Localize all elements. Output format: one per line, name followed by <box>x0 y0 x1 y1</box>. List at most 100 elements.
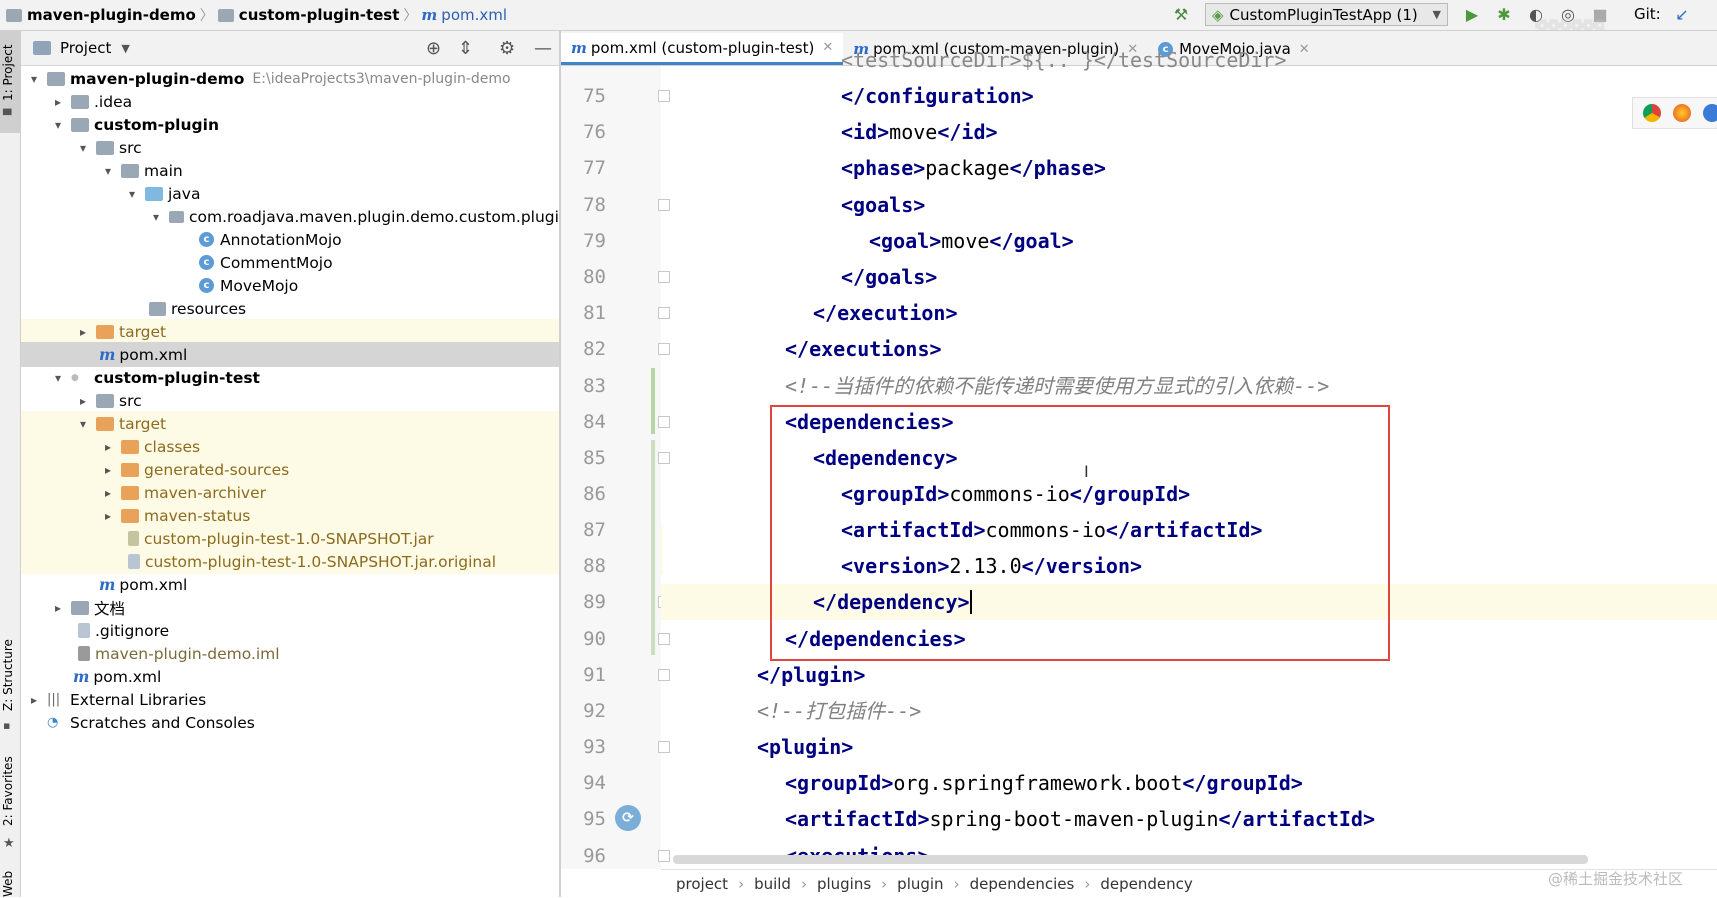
tree-item[interactable]: ▸ 文档 <box>21 595 589 620</box>
tree-item[interactable]: ▸ target <box>21 319 614 344</box>
code-line-81[interactable]: </execution> <box>661 295 1717 331</box>
debug-icon[interactable]: ✱ <box>1497 5 1511 24</box>
tree-item[interactable]: ▾ target <box>21 411 614 436</box>
tree-item[interactable]: c AnnotationMojo <box>21 227 737 252</box>
fold-marker[interactable] <box>658 199 670 211</box>
web-tool-label[interactable]: Web <box>1 870 15 897</box>
horizontal-scrollbar[interactable] <box>673 855 1588 864</box>
breadcrumb-item[interactable]: project <box>676 875 729 893</box>
breadcrumb-item[interactable]: build <box>754 875 791 893</box>
code-line-75[interactable]: </configuration> <box>661 78 1717 114</box>
fold-marker[interactable] <box>658 416 670 428</box>
tree-item[interactable]: ▸ maven-archiver <box>21 480 639 505</box>
tree-item[interactable]: ▸ maven-status <box>21 503 639 528</box>
fold-marker[interactable] <box>658 343 670 355</box>
tree-item[interactable]: ▾ custom-plugin <box>21 112 589 137</box>
fold-marker[interactable] <box>658 850 670 862</box>
code-line-77[interactable]: <phase>package</phase> <box>661 150 1717 186</box>
tree-item[interactable]: resources <box>21 296 687 321</box>
project-tool-label[interactable]: 1: Project <box>1 44 15 101</box>
code-line-95[interactable]: <artifactId>spring-boot-maven-plugin</ar… <box>661 801 1717 837</box>
chrome-icon[interactable] <box>1643 104 1661 122</box>
tree-item[interactable]: ▸ ||| External Libraries <box>21 687 565 712</box>
tree-item[interactable]: ▾ maven-plugin-demo E:\ideaProjects3\mav… <box>21 66 565 91</box>
breadcrumb-file[interactable]: m pom.xml <box>421 6 507 24</box>
tree-item-selected[interactable]: m pom.xml <box>21 342 637 367</box>
fold-marker[interactable] <box>658 741 670 753</box>
run-config-select[interactable]: ◈ CustomPluginTestApp (1) ▼ <box>1205 3 1448 26</box>
code-line-91[interactable]: </plugin> <box>661 657 1717 693</box>
project-tool-tab[interactable] <box>0 31 20 133</box>
fold-marker[interactable] <box>658 669 670 681</box>
coverage-icon[interactable]: ◐ <box>1529 5 1543 24</box>
tree-item[interactable]: ▸ .idea <box>21 89 589 114</box>
tree-item[interactable]: custom-plugin-test-1.0-SNAPSHOT.jar.orig… <box>21 549 663 574</box>
code-line-96[interactable]: <executions> <box>661 838 1717 855</box>
fold-marker[interactable] <box>658 452 670 464</box>
code-line-76[interactable]: <id>move</id> <box>661 114 1717 150</box>
fold-marker[interactable] <box>658 633 670 645</box>
tree-item[interactable]: maven-plugin-demo.iml <box>21 641 614 666</box>
tab-pom-custom-plugin-test[interactable]: m pom.xml (custom-plugin-test) ✕ <box>561 33 844 65</box>
code-line-89-current[interactable]: </dependency> <box>661 584 1717 620</box>
tree-item[interactable]: ▾ java <box>21 181 663 206</box>
tab-movemojo-java[interactable]: c MoveMojo.java ✕ <box>1148 33 1320 65</box>
code-line-78[interactable]: <goals> <box>661 187 1717 223</box>
tree-item[interactable]: ◔ Scratches and Consoles <box>21 710 585 735</box>
tree-item[interactable]: ▾ main <box>21 158 639 183</box>
build-hammer-icon[interactable]: ⚒ <box>1173 5 1189 24</box>
tree-item[interactable]: .gitignore <box>21 618 614 643</box>
breadcrumb-item[interactable]: plugin <box>897 875 944 893</box>
code-line-87[interactable]: <artifactId>commons-io</artifactId> <box>661 512 1717 548</box>
code-line-88[interactable]: <version>2.13.0</version> <box>661 548 1717 584</box>
close-icon[interactable]: ✕ <box>1298 41 1310 57</box>
close-icon[interactable]: ✕ <box>1127 41 1139 57</box>
tree-item[interactable]: ▸ generated-sources <box>21 457 639 482</box>
panel-divider[interactable] <box>559 31 561 897</box>
favorites-tool-label[interactable]: 2: Favorites <box>1 756 15 826</box>
fold-marker[interactable] <box>658 307 670 319</box>
firefox-icon[interactable] <box>1673 104 1691 122</box>
locate-icon[interactable]: ⊕ <box>426 37 442 59</box>
git-update-icon[interactable]: ↙ <box>1675 5 1689 24</box>
code-line-85[interactable]: <dependency> <box>661 440 1717 476</box>
code-line-93[interactable]: <plugin> <box>661 729 1717 765</box>
stop-icon[interactable]: ■ <box>1592 5 1608 24</box>
tree-item[interactable]: m pom.xml <box>21 572 637 597</box>
vcs-change-marker[interactable] <box>651 440 655 655</box>
code-line-90[interactable]: </dependencies> <box>661 621 1717 657</box>
code-line-94[interactable]: <groupId>org.springframework.boot</group… <box>661 765 1717 801</box>
view-dropdown-icon[interactable]: ▼ <box>121 41 130 55</box>
vcs-change-marker[interactable] <box>651 368 655 434</box>
tree-item[interactable]: ▾ ● custom-plugin-test <box>21 365 589 390</box>
breadcrumb-project[interactable]: maven-plugin-demo <box>0 6 196 24</box>
browser-icon[interactable] <box>1703 104 1717 122</box>
minimize-icon[interactable]: — <box>534 37 552 59</box>
breadcrumb-item[interactable]: dependency <box>1100 875 1193 893</box>
fold-marker[interactable] <box>658 271 670 283</box>
fold-marker[interactable] <box>658 90 670 102</box>
code-line-92[interactable]: <!--打包插件--> <box>661 693 1717 729</box>
code-line-79[interactable]: <goal>move</goal> <box>661 223 1717 259</box>
tree-item[interactable]: ▸ src <box>21 388 614 413</box>
code-line-84[interactable]: <dependencies> <box>661 404 1717 440</box>
tree-item[interactable]: custom-plugin-test-1.0-SNAPSHOT.jar <box>21 526 663 551</box>
run-icon[interactable]: ▶ <box>1465 5 1479 24</box>
profile-icon[interactable]: ◎ <box>1561 5 1575 24</box>
tree-item[interactable]: ▾ com.roadjava.maven.plugin.demo.custom.… <box>21 204 687 229</box>
breadcrumb-module[interactable]: custom-plugin-test <box>217 6 399 24</box>
tree-item[interactable]: c CommentMojo <box>21 250 737 275</box>
close-icon[interactable]: ✕ <box>822 40 834 55</box>
gear-icon[interactable]: ⚙ <box>499 37 516 59</box>
tree-item[interactable]: c MoveMojo <box>21 273 737 298</box>
structure-tool-label[interactable]: Z: Structure <box>1 639 15 711</box>
tree-item[interactable]: ▸ classes <box>21 434 639 459</box>
collapse-all-icon[interactable]: ⇕ <box>458 37 474 59</box>
breadcrumb-item[interactable]: dependencies <box>969 875 1075 893</box>
breadcrumb-item[interactable]: plugins <box>816 875 872 893</box>
project-view-title[interactable]: Project <box>60 39 112 57</box>
tree-item[interactable]: m pom.xml <box>21 664 611 689</box>
code-line-80[interactable]: </goals> <box>661 259 1717 295</box>
code-line-82[interactable]: </executions> <box>661 331 1717 367</box>
code-line-74[interactable]: <testSourceDir>${.. }</testSourceDir> <box>661 48 1717 72</box>
